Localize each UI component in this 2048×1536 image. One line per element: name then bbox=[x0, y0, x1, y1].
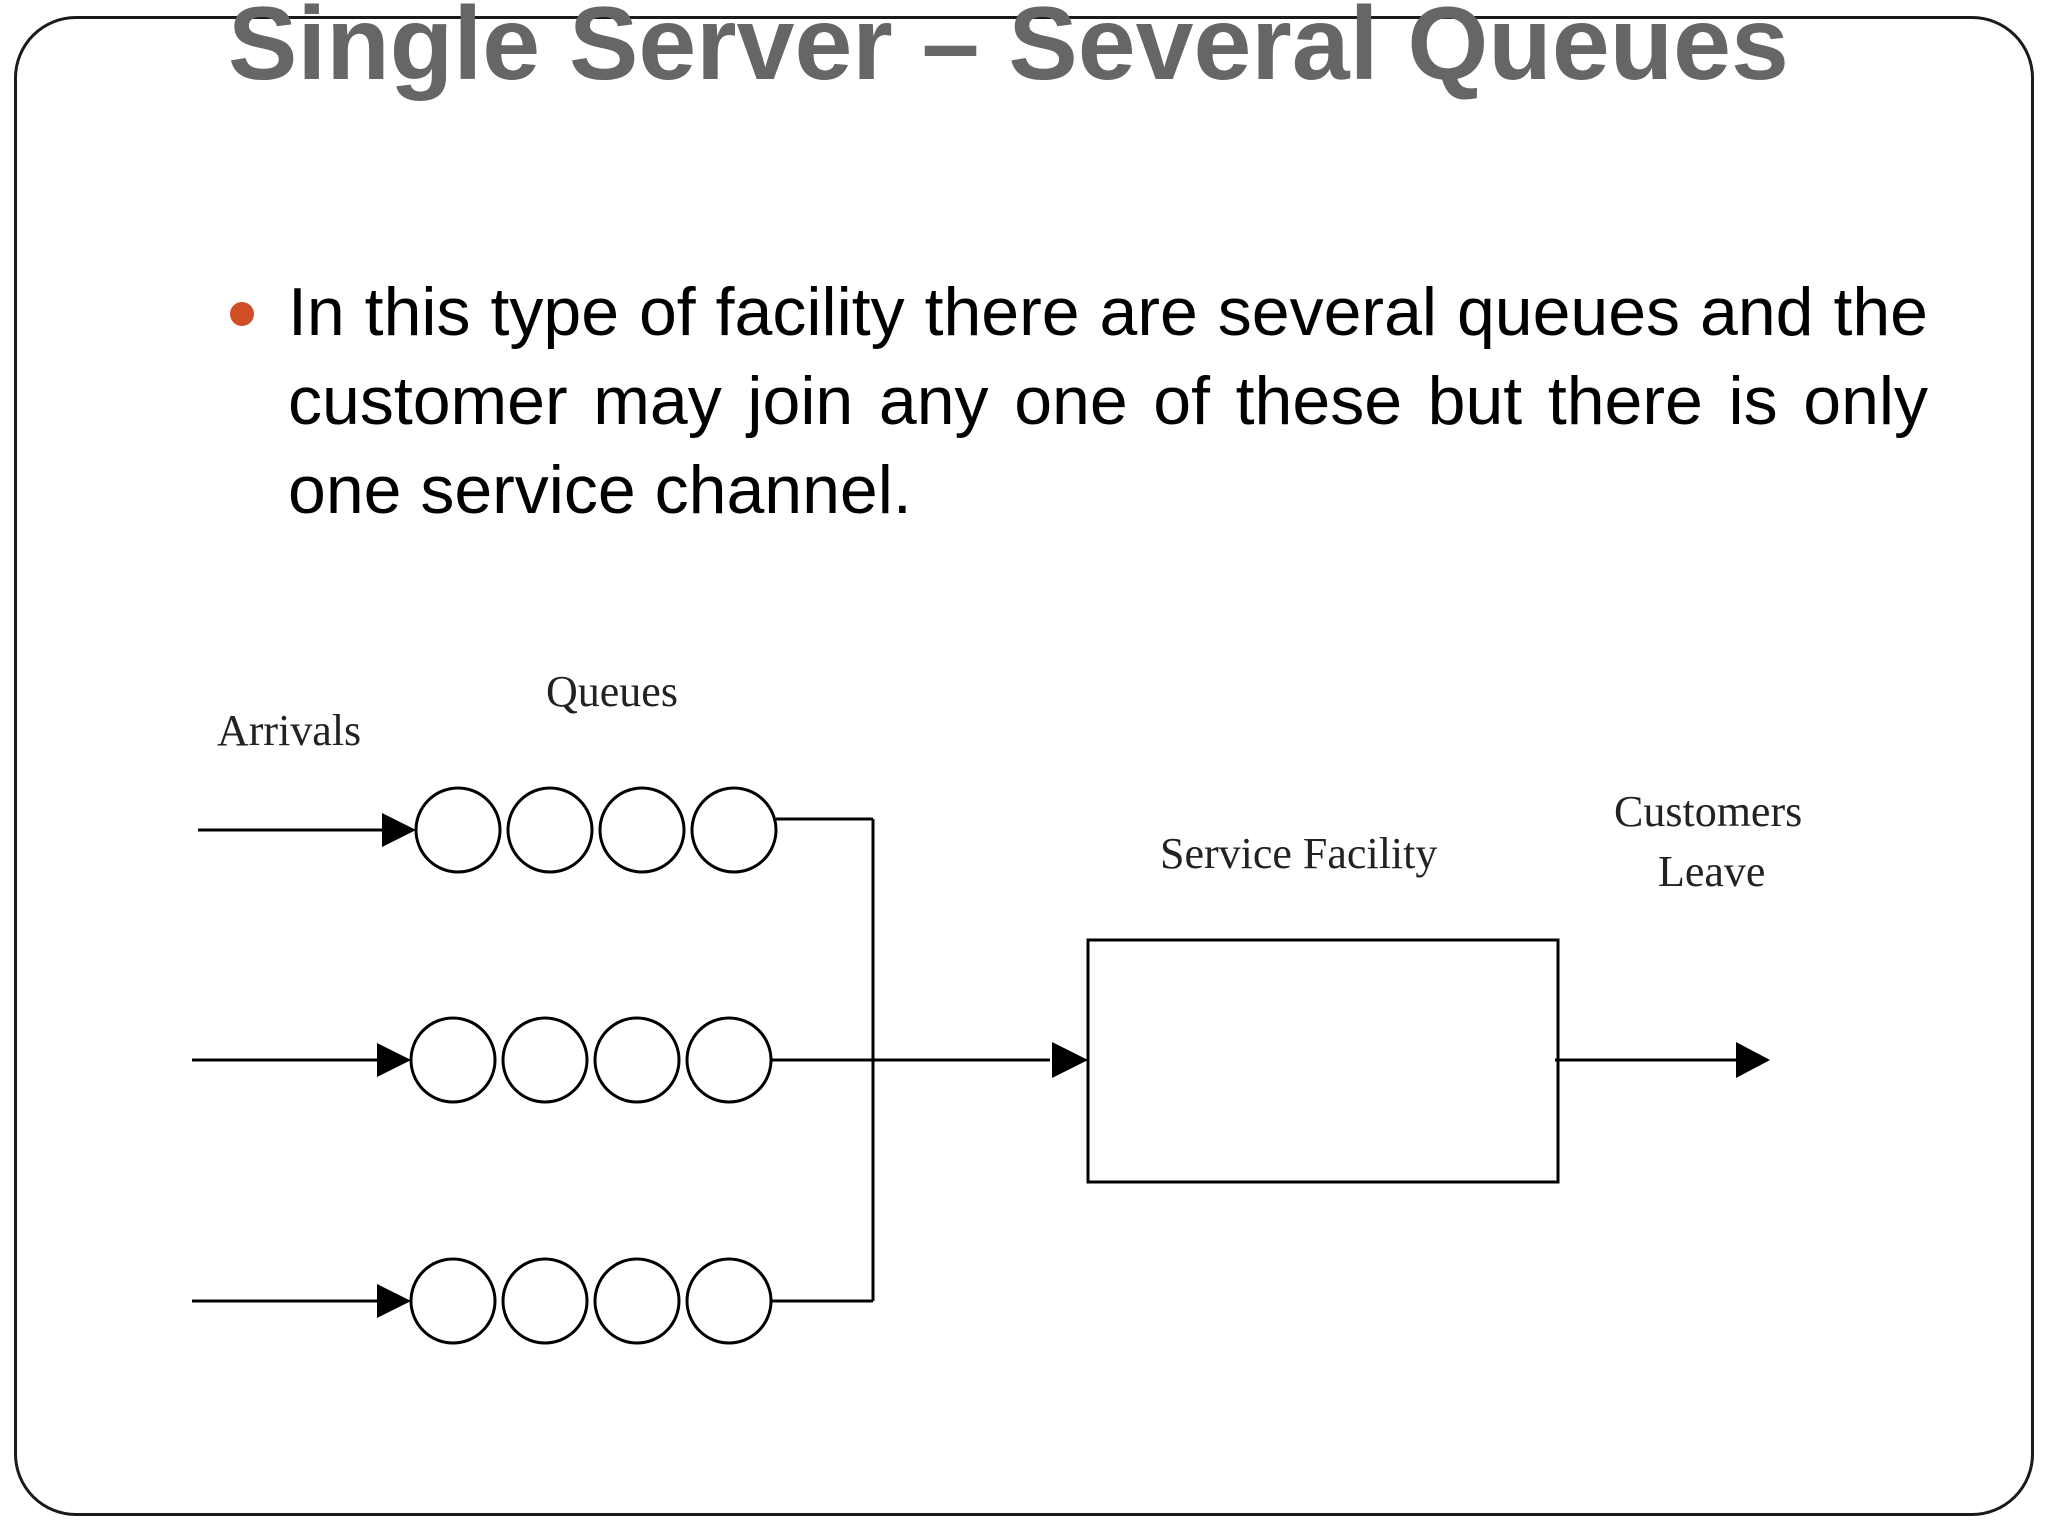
queues-label: Queues bbox=[546, 667, 678, 716]
queue-customer-circle bbox=[409, 1016, 497, 1104]
queue-customer-circle bbox=[506, 786, 594, 874]
bullet-dot-icon bbox=[230, 302, 254, 326]
slide-title: Single Server – Several Queues bbox=[228, 0, 1789, 102]
queue-customer-circle bbox=[501, 1257, 589, 1345]
arrivals-label: Arrivals bbox=[217, 706, 361, 755]
queue-customer-circle bbox=[409, 1257, 497, 1345]
queue-customer-circle bbox=[685, 1257, 773, 1345]
queue-customer-circle bbox=[501, 1016, 589, 1104]
queues-group bbox=[192, 786, 778, 1345]
slide-frame bbox=[14, 16, 2034, 1516]
customers-leave-label-line2: Leave bbox=[1658, 847, 1765, 896]
queue-customer-circle bbox=[593, 1016, 681, 1104]
arrival-arrow-icon bbox=[382, 813, 416, 847]
arrival-arrow-icon bbox=[377, 1043, 411, 1077]
merge-connector bbox=[771, 817, 1050, 1303]
service-facility-label: Service Facility bbox=[1160, 829, 1437, 878]
queue-diagram: Arrivals Queues Service Facility Custome… bbox=[192, 667, 1802, 1345]
bullet-list: In this type of facility there are sever… bbox=[228, 268, 1928, 535]
exit-arrow-icon bbox=[1736, 1042, 1770, 1078]
service-facility-box bbox=[1086, 938, 1560, 1184]
arrival-arrow-icon bbox=[377, 1284, 411, 1318]
customers-leave-label-line1: Customers bbox=[1614, 787, 1802, 836]
to-service-arrow-icon bbox=[1052, 1042, 1088, 1078]
queue-customer-circle bbox=[414, 786, 502, 874]
queue-customer-circle bbox=[593, 1257, 681, 1345]
bullet-text: In this type of facility there are sever… bbox=[288, 274, 1928, 528]
bullet-item: In this type of facility there are sever… bbox=[228, 268, 1928, 535]
queue-customer-circle bbox=[598, 786, 686, 874]
queue-customer-circle bbox=[690, 786, 778, 874]
queue-customer-circle bbox=[685, 1016, 773, 1104]
